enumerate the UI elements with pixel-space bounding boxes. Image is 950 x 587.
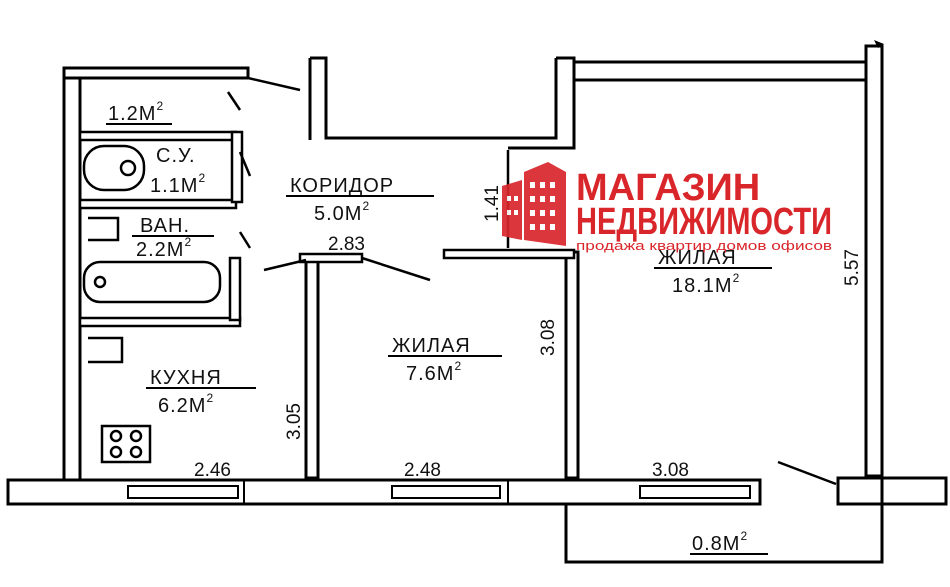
wall-partition-right (564, 250, 580, 480)
dim-small-room-depth: 3.08 (538, 319, 559, 356)
svg-text:5.0М2: 5.0М2 (314, 199, 370, 225)
wall-corridor-bottom-left (298, 252, 364, 264)
dim-kitchen-width: 2.46 (194, 460, 231, 481)
wall-right-outer (864, 44, 884, 478)
wc-name: С.У. (156, 145, 196, 167)
logo-tagline: продажа квартир домов офисов (576, 238, 832, 253)
wall-corridor-niche-right (508, 56, 576, 150)
svg-text:18.1М2: 18.1М2 (672, 271, 740, 297)
corridor-area: 5.0М (314, 203, 362, 225)
dim-corridor-depth: 1.41 (482, 185, 503, 222)
dim-corridor-width: 2.83 (328, 234, 365, 255)
wall-left-outer (62, 70, 82, 482)
wall-bath-bottom (78, 316, 242, 328)
svg-text:0.8М2: 0.8М2 (692, 529, 748, 555)
walls (6, 44, 948, 564)
wall-wc-bottom (78, 198, 238, 210)
dim-kitchen-depth: 3.05 (284, 403, 305, 440)
door-kitchen (263, 258, 307, 272)
svg-text:7.6М2: 7.6М2 (406, 359, 462, 385)
agency-logo: МАГАЗИН НЕДВИЖИМОСТИ продажа квартир дом… (502, 162, 832, 253)
logo-line2: НЕДВИЖИМОСТИ (576, 201, 832, 243)
dimension-labels: 2.83 1.41 3.05 3.08 5.57 2.46 2.48 3.08 (194, 185, 863, 481)
stove-icon (100, 424, 152, 464)
door-entrance (247, 76, 301, 92)
window-kitchen (127, 485, 239, 499)
svg-text:1.2М2: 1.2М2 (108, 99, 164, 125)
door-balcony (777, 460, 837, 486)
wc-area: 1.1М (150, 175, 198, 197)
kitchen-name: КУХНЯ (150, 367, 222, 389)
bathtub-icon (82, 260, 222, 304)
fixtures (82, 144, 222, 464)
large-room-name: ЖИЛАЯ (658, 247, 737, 269)
wall-top-right (574, 48, 868, 64)
dim-small-room-width: 2.48 (404, 460, 441, 481)
corridor-name: КОРИДОР (290, 175, 394, 197)
door-small-room (361, 256, 431, 282)
svg-text:1.1М2: 1.1М2 (150, 171, 206, 197)
dim-large-room-depth: 5.57 (842, 249, 863, 286)
wall-storage-bottom (78, 130, 238, 142)
kitchen-area: 6.2М (158, 395, 206, 417)
bath-area: 2.2М (136, 239, 184, 261)
corner-marker-icon (874, 40, 884, 48)
door-storage (226, 91, 242, 111)
balcony-area: 0.8М (692, 533, 740, 555)
door-bath (238, 231, 252, 249)
room-labels: 1.2М2 С.У. 1.1М2 ВАН. 2.2М2 КОРИДОР 5.0М… (106, 99, 772, 555)
toilet-icon (82, 144, 146, 192)
small-room-area: 7.6М (406, 363, 454, 385)
wall-corridor-niche-inner (310, 56, 558, 140)
dim-large-room-width: 3.08 (652, 460, 689, 481)
wall-wet-right-1 (230, 130, 244, 204)
wall-corridor-bottom-right (442, 248, 576, 260)
wall-partition-left (304, 256, 320, 480)
svg-text:2.2М2: 2.2М2 (136, 235, 192, 261)
balcony-outline (564, 476, 884, 564)
wall-wet-right-2 (228, 256, 242, 322)
wall-balcony-right (836, 476, 948, 506)
small-room-name: ЖИЛАЯ (392, 335, 471, 357)
bath-name: ВАН. (140, 215, 190, 237)
window-large-room (639, 485, 751, 499)
logo-line1: МАГАЗИН (576, 167, 760, 209)
storage-area: 1.2М (108, 103, 156, 125)
kitchen-sink-icon (88, 336, 124, 364)
building-logo-icon (502, 162, 566, 246)
large-room-area: 18.1М (672, 275, 733, 297)
svg-text:6.2М2: 6.2М2 (158, 391, 214, 417)
window-small-room (391, 485, 501, 499)
sink-icon (88, 216, 120, 242)
wall-top-left (62, 66, 250, 80)
door-wc (238, 151, 252, 177)
